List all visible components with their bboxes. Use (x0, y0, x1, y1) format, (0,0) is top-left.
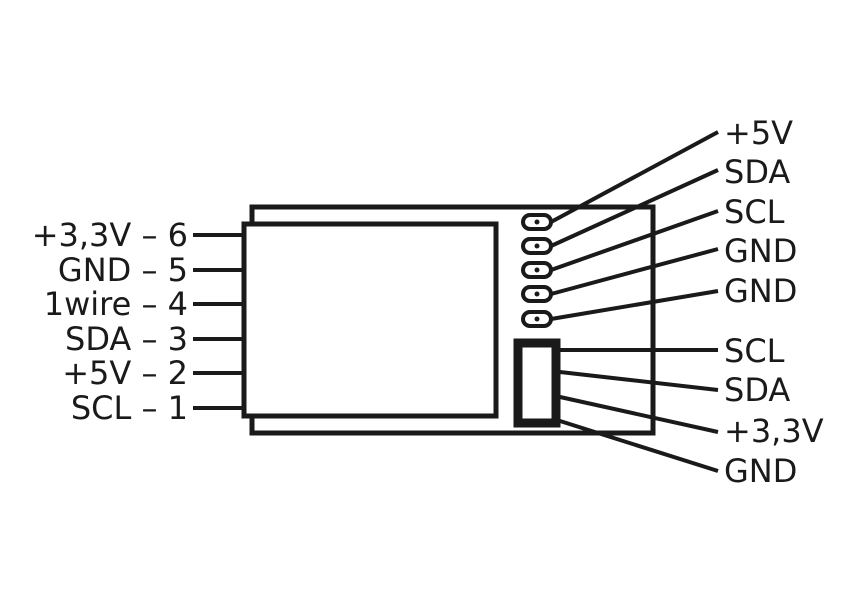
connector-leads (559, 348, 719, 473)
left-pin-leads (193, 233, 244, 410)
connector-pin-label: SCL (724, 332, 785, 370)
left-pin-label: SCL – 1 (71, 389, 188, 427)
module-body (241, 221, 499, 419)
left-pin-label: +5V – 2 (62, 354, 188, 392)
pad-pin-label: SCL (724, 193, 785, 231)
left-pin-labels: +3,3V – 6 GND – 5 1wire – 4 SDA – 3 +5V … (32, 216, 188, 427)
left-pin-label: +3,3V – 6 (32, 216, 188, 254)
pad-header-labels: +5V SDA SCL GND GND (724, 114, 797, 310)
connector-labels: SCL SDA +3,3V GND (724, 332, 824, 490)
left-pin-label: SDA – 3 (65, 320, 188, 358)
connector-pin-label: +3,3V (724, 412, 824, 450)
left-pin-label: 1wire – 4 (44, 285, 188, 323)
connector-pin-label: SDA (724, 371, 790, 409)
connector-body (513, 338, 561, 428)
connector-pin-label: GND (724, 452, 797, 490)
left-pin-label: GND – 5 (58, 251, 188, 289)
pad-pin-label: GND (724, 232, 797, 270)
pad-pin-label: GND (724, 272, 797, 310)
pad-holes (534, 219, 540, 322)
pad-pin-label: SDA (724, 153, 790, 191)
pad-leads (550, 130, 719, 321)
pad-pin-label: +5V (724, 114, 793, 152)
